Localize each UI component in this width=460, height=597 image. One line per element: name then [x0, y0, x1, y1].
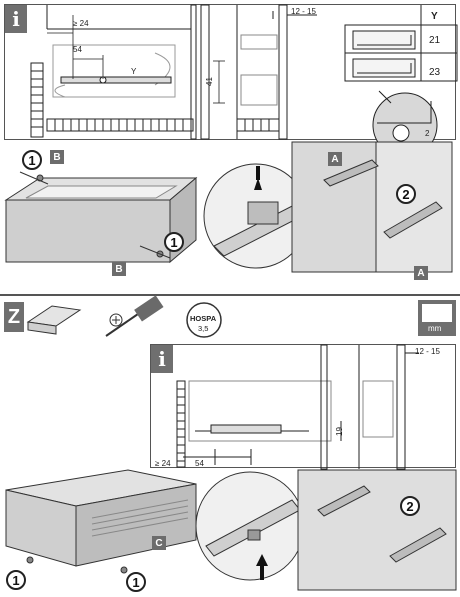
- z-badge: Z: [4, 302, 24, 332]
- info-badge-bottom: i: [151, 345, 173, 373]
- dim-19-label: 19: [334, 427, 344, 436]
- dim-y-label: Y: [131, 67, 137, 76]
- step-1-bottom-b: 1: [126, 572, 146, 592]
- unit-box: [422, 304, 452, 322]
- dim-min-gap-bottom: ≥ 24: [155, 459, 171, 468]
- step-1-left: 1: [22, 150, 42, 170]
- tools-drawing: [26, 295, 222, 338]
- tag-a-top: A: [328, 152, 342, 166]
- table-value-21: 21: [429, 35, 441, 46]
- top-assembly-drawing: [4, 141, 453, 273]
- tag-b-bottom: B: [112, 262, 126, 276]
- tag-a-bottom: A: [414, 266, 428, 280]
- dim-clearance-bottom: 12 - 15: [415, 347, 440, 356]
- tools-bar: Z HOSPA 3,5 mm: [0, 294, 460, 344]
- dim-54-bottom: 54: [195, 459, 204, 468]
- dim-41-label: 41: [204, 77, 214, 86]
- tag-c: C: [152, 536, 166, 550]
- dim-54-label: 54: [73, 45, 82, 54]
- unit-badge: mm: [418, 300, 456, 336]
- unit-label: mm: [428, 324, 442, 333]
- dim-2-label: 2: [425, 129, 430, 138]
- tag-b-top: B: [50, 150, 64, 164]
- table-header-y: Y: [431, 11, 438, 22]
- top-cabinet-drawing: [30, 4, 458, 158]
- table-value-23: 23: [429, 67, 441, 78]
- step-2-top: 2: [396, 184, 416, 204]
- bottom-info-panel: i 12 - 15 19 ≥ 24 54: [150, 344, 456, 470]
- step-1-right: 1: [164, 232, 184, 252]
- dim-min-gap-label: ≥ 24: [73, 19, 89, 28]
- dim-clearance-label: 12 - 15: [291, 7, 316, 16]
- hospa-label: HOSPA: [190, 314, 217, 323]
- bottom-assembly-drawing: [5, 469, 457, 591]
- step-1-bottom-a: 1: [6, 570, 26, 590]
- info-badge: i: [5, 5, 27, 33]
- step-2-bottom: 2: [400, 496, 420, 516]
- bottom-cabinet-drawing: [176, 344, 419, 470]
- hospa-size: 3,5: [198, 324, 209, 333]
- top-info-panel: i: [4, 4, 458, 158]
